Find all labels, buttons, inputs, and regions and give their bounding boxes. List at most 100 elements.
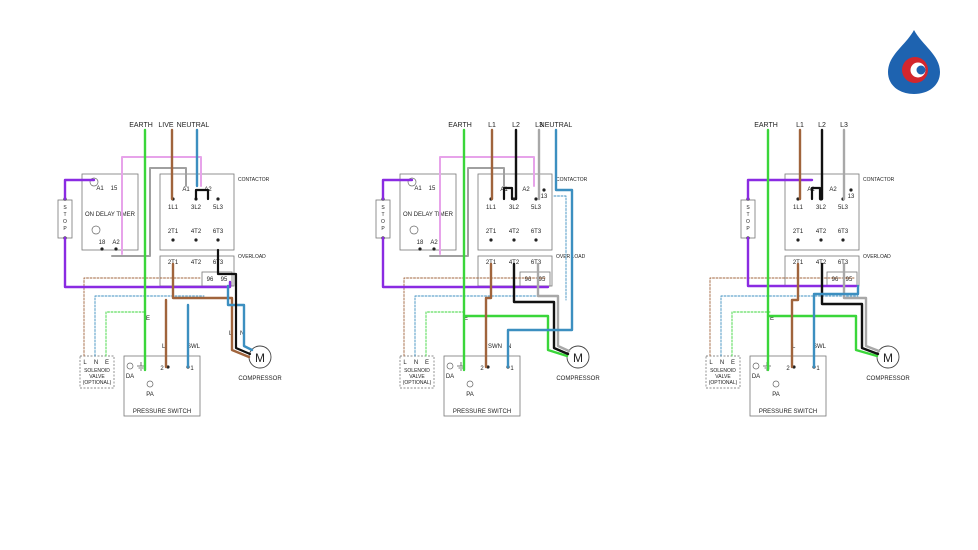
overload-contact-95: 95 bbox=[539, 277, 546, 283]
control-wire-bottom bbox=[746, 236, 858, 288]
contactor-lower-terminal bbox=[194, 238, 198, 242]
solenoid-text: (OPTIONAL) bbox=[83, 380, 112, 386]
timer-terminal bbox=[418, 247, 422, 251]
l2-motor-wire bbox=[512, 262, 570, 356]
solenoid-text: VALVE bbox=[89, 374, 105, 380]
da-label: DA bbox=[446, 374, 454, 380]
solenoid-live-lead bbox=[709, 277, 855, 357]
timer-a1: A1 bbox=[414, 186, 422, 192]
overload-contact-95: 95 bbox=[846, 277, 853, 283]
wire-label: L bbox=[792, 344, 796, 350]
solenoid-terminal-n: N bbox=[414, 360, 418, 366]
earth-ground-icon bbox=[457, 362, 465, 371]
timer-a1: A1 bbox=[96, 186, 104, 192]
motor-symbol: M bbox=[255, 351, 265, 365]
stop-letter: S bbox=[746, 205, 750, 211]
timer-box bbox=[399, 173, 457, 251]
contactor-aux-13: 13 bbox=[541, 194, 548, 200]
solenoid-neutral-lead bbox=[414, 295, 551, 357]
solenoid-valve-box bbox=[705, 355, 741, 389]
contactor-lower-label: 6T3 bbox=[213, 229, 224, 235]
motor-symbol: M bbox=[573, 351, 583, 365]
contactor-lower-label: 6T3 bbox=[838, 229, 849, 235]
solenoid-neutral-lead bbox=[94, 295, 205, 357]
solenoid-neutral-lead bbox=[720, 295, 859, 357]
contactor-lower-label: 4T2 bbox=[191, 229, 202, 235]
control-wire-bottom bbox=[381, 236, 550, 289]
grey-timer-wire bbox=[429, 167, 505, 257]
ps-terminal-2: 2 bbox=[160, 366, 164, 372]
da-port-icon bbox=[752, 362, 760, 370]
ps-terminal-1: 1 bbox=[510, 366, 514, 372]
contactor-lower-terminal bbox=[512, 238, 516, 242]
wire-label: E bbox=[464, 316, 468, 322]
supply-label-earth: EARTH bbox=[448, 122, 472, 129]
contactor-lower-terminal bbox=[216, 238, 220, 242]
supply-label-neutral: NEUTRAL bbox=[177, 122, 210, 129]
supply-label-neutral: NEUTRAL bbox=[540, 122, 573, 129]
earth-motor-wire bbox=[462, 314, 569, 358]
solenoid-text: SOLENOID bbox=[710, 368, 736, 374]
contactor-lower-terminal bbox=[819, 238, 823, 242]
supply-label-l1: L1 bbox=[796, 122, 804, 129]
contactor-aux-terminal bbox=[542, 188, 546, 192]
wire-label: E bbox=[770, 316, 774, 322]
ps-terminal-2: 2 bbox=[480, 366, 484, 372]
overload-contact-96: 96 bbox=[207, 277, 214, 283]
black-link-wire bbox=[194, 188, 210, 201]
overload-contact-96: 96 bbox=[525, 277, 532, 283]
stop-letter: S bbox=[63, 205, 67, 211]
contactor-aux-terminal bbox=[849, 188, 853, 192]
aux-neutral-lead bbox=[553, 195, 567, 301]
contactor-a2: A2 bbox=[522, 187, 530, 193]
stop-letter: P bbox=[746, 226, 750, 232]
overload-title: OVERLOAD bbox=[238, 254, 266, 260]
solenoid-text: (OPTIONAL) bbox=[709, 380, 738, 386]
pa-label: PA bbox=[146, 392, 154, 398]
pressure-switch-box bbox=[749, 355, 827, 417]
stop-letter: O bbox=[63, 219, 67, 225]
contactor-lower-terminal bbox=[534, 238, 538, 242]
overload-title: OVER LOAD bbox=[556, 254, 586, 260]
stop-letter: T bbox=[63, 212, 66, 218]
timer-a2: A2 bbox=[430, 240, 438, 246]
compressor-label: COMPRESSOR bbox=[556, 376, 600, 382]
overload-contact-96: 96 bbox=[832, 277, 839, 283]
pink-timer-wire bbox=[121, 156, 202, 255]
stop-letter: P bbox=[381, 226, 385, 232]
wire-label: L bbox=[162, 344, 166, 350]
pressure-switch-title: PRESSURE SWITCH bbox=[759, 409, 817, 415]
control-wire-top bbox=[63, 178, 96, 201]
l1-ps-wire bbox=[484, 262, 493, 369]
timer-terminal bbox=[432, 247, 436, 251]
contactor-title: CONTACTOR bbox=[556, 177, 588, 183]
contactor-lower-terminal bbox=[841, 238, 845, 242]
solenoid-earth-lead bbox=[105, 311, 146, 357]
solenoid-terminal-l: L bbox=[709, 360, 713, 366]
supply-label-l3: L3 bbox=[840, 122, 848, 129]
contactor-a2: A2 bbox=[829, 187, 837, 193]
overload-top-label: 4T2 bbox=[191, 260, 202, 266]
control-wire-bottom bbox=[63, 236, 232, 289]
contactor-lower-label: 2T1 bbox=[486, 229, 497, 235]
contactor-upper-label: 1L1 bbox=[793, 205, 804, 211]
solenoid-terminal-n: N bbox=[94, 360, 98, 366]
supply-label-live: LIVE bbox=[158, 122, 174, 129]
timer-dial-icon bbox=[409, 225, 419, 235]
compressor-label: COMPRESSOR bbox=[238, 376, 282, 382]
black-link-wire bbox=[502, 186, 514, 201]
logo-inner-dot bbox=[916, 65, 926, 75]
pa-port-icon bbox=[772, 380, 780, 388]
stop-letter: O bbox=[746, 219, 750, 225]
timer-dial-icon bbox=[91, 225, 101, 235]
contactor-upper-label: 5L3 bbox=[213, 205, 224, 211]
earth-ground-icon bbox=[137, 362, 145, 371]
earth-motor-wire bbox=[766, 314, 879, 358]
ps-terminal-2: 2 bbox=[786, 366, 790, 372]
stop-letter: P bbox=[63, 226, 67, 232]
supply-label-l2: L2 bbox=[818, 122, 826, 129]
solenoid-text: VALVE bbox=[409, 374, 425, 380]
contactor-a1: A1 bbox=[182, 187, 190, 193]
supply-label-l1: L1 bbox=[488, 122, 496, 129]
